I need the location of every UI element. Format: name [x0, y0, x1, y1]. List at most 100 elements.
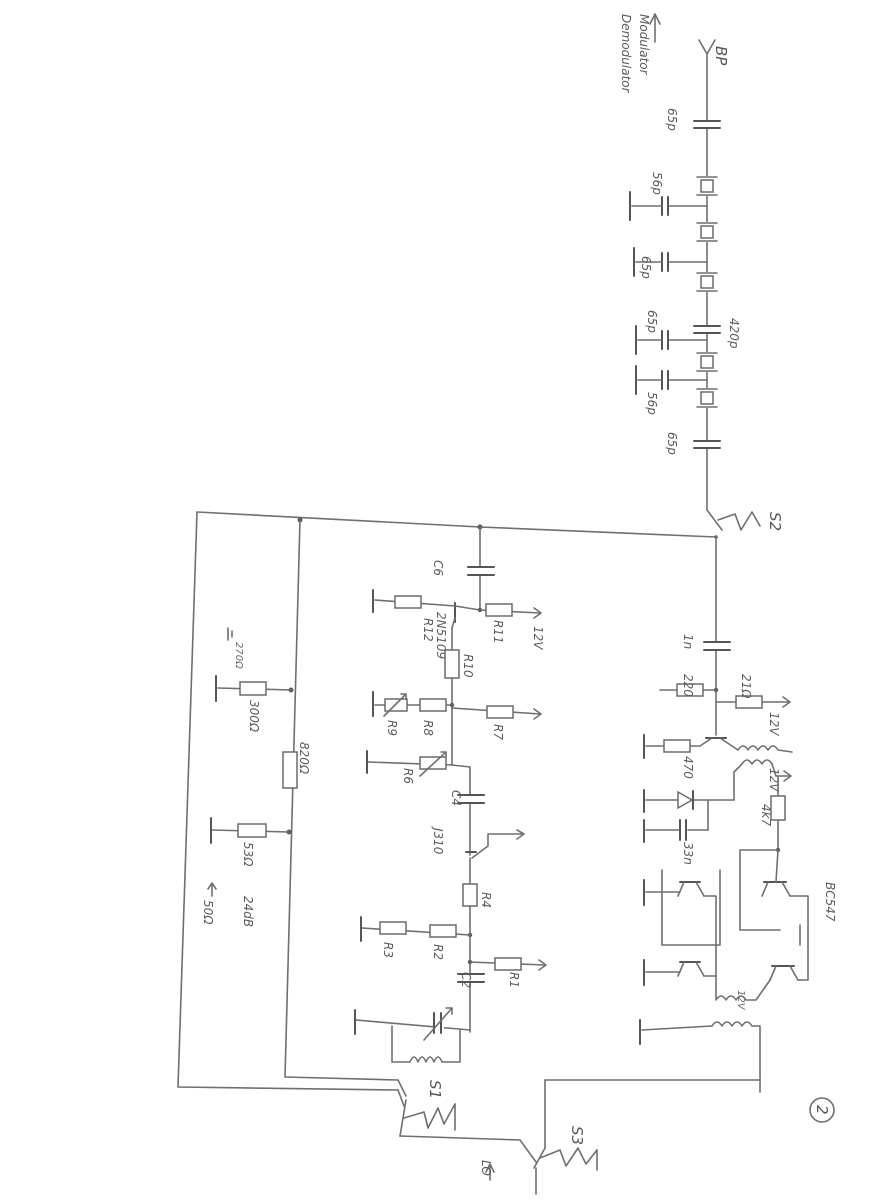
- resistor-body-r2: [429, 924, 457, 938]
- label-s2: S2: [766, 512, 784, 531]
- resistor-r10: [444, 649, 460, 679]
- resistor-470: [643, 734, 701, 759]
- pot-arrow: [419, 751, 447, 777]
- drain-wire: [471, 833, 524, 859]
- gap: [459, 974, 483, 983]
- gap: [705, 642, 729, 651]
- resistor-body-r8: [419, 698, 447, 712]
- coil-lower: [711, 1021, 753, 1027]
- shunt-cap-65p-3: [635, 325, 708, 355]
- pot-r6: [366, 750, 453, 777]
- label-r9: R9: [385, 720, 399, 736]
- cap-c6: [467, 566, 495, 576]
- label-820: 820Ω: [297, 742, 311, 775]
- label-r12: R12: [421, 618, 435, 642]
- inner-frame-wire: [284, 519, 399, 1081]
- label-270: 270Ω: [233, 642, 244, 669]
- emitter: [699, 737, 713, 747]
- shunt-cap-56p-1: [629, 191, 708, 221]
- label-53: 53Ω: [241, 842, 255, 867]
- transformer-coil: [733, 745, 793, 801]
- label-cap-65p-4: 65p: [665, 432, 679, 455]
- crystal-2: [696, 222, 718, 242]
- switch-actuator: [717, 511, 761, 531]
- coil-secondary: [741, 759, 773, 765]
- gap: [469, 567, 493, 576]
- label-modulator: Modulator: [637, 14, 651, 76]
- resistor-r1: [467, 957, 547, 971]
- label-r10: R10: [461, 654, 475, 678]
- label-r11: R11: [491, 620, 505, 644]
- lo-output-arrow: [485, 1163, 495, 1181]
- switch-s2: [706, 501, 761, 539]
- label-r4: R4: [479, 892, 493, 908]
- collector: [695, 881, 705, 897]
- output-arrow: [649, 13, 661, 43]
- page-number-circle: [809, 1097, 835, 1123]
- label-12v-1: 12V: [531, 626, 545, 650]
- transistor-q1: [643, 879, 705, 906]
- resistor-body: [494, 957, 522, 971]
- resistor-r4: [462, 883, 478, 907]
- supply-arrow: [783, 770, 792, 782]
- label-c6: C6: [431, 560, 445, 576]
- label-cap-65p-3: 65p: [645, 310, 659, 333]
- transistor-q3: [761, 849, 791, 897]
- label-bc547: BC547: [823, 882, 837, 922]
- resistor-4k7: [770, 775, 786, 853]
- label-bp: BP: [712, 46, 730, 66]
- resistor-body: [735, 695, 763, 709]
- label-1n: 1n: [681, 634, 695, 649]
- label-21: 21Ω: [739, 674, 753, 699]
- label-cap-65p-2: 65p: [639, 256, 653, 279]
- label-j310: J310: [431, 826, 445, 855]
- cap-65p-series-1: [693, 120, 721, 129]
- transistor-2n5109: [451, 602, 481, 629]
- cap-65p-series-2: [693, 440, 721, 449]
- collector: [789, 965, 799, 981]
- crystal-1: [696, 176, 718, 196]
- emitter: [677, 881, 685, 897]
- switch-s1: [397, 1079, 456, 1137]
- gap: [696, 441, 718, 449]
- label-2n5109: 2N5109: [434, 612, 448, 659]
- resistor-body: [663, 739, 691, 753]
- wire: [397, 1079, 407, 1097]
- resistor-body: [485, 603, 513, 617]
- emitter: [761, 881, 769, 897]
- cap-1n: [703, 641, 731, 651]
- ground-symbol-270: [227, 627, 233, 641]
- output-coils: [639, 975, 771, 1093]
- gap: [696, 121, 718, 128]
- switch-blade: [706, 509, 723, 531]
- crystal-body: [700, 355, 714, 369]
- crystal-body: [700, 225, 714, 239]
- coil-upper: [715, 975, 771, 1001]
- label-220: 220: [681, 674, 695, 697]
- pot-r9-r8: [372, 691, 455, 717]
- label-24db: 24dB: [241, 896, 255, 927]
- emitter: [677, 961, 685, 977]
- outer-frame-wire: [177, 511, 399, 1091]
- coil-primary: [737, 745, 793, 753]
- collector: [454, 605, 481, 611]
- cap-33n: [643, 799, 709, 843]
- transistor-q2: [643, 959, 705, 986]
- shunt-cap-56p-2: [635, 365, 708, 395]
- resistor-body: [394, 595, 422, 609]
- supply-arrow: [533, 708, 542, 720]
- wire: [751, 1025, 761, 1093]
- switch-blade: [399, 1099, 407, 1137]
- emitter: [451, 617, 456, 629]
- label-r6: R6: [401, 768, 415, 784]
- wire: [789, 895, 809, 981]
- resistor-r11: [477, 603, 542, 619]
- wire: [733, 763, 743, 801]
- wire: [739, 849, 781, 931]
- input-50-arrow: [207, 882, 217, 897]
- resistor-r12: [372, 589, 456, 613]
- crystal-3: [696, 272, 718, 292]
- trim-arrow: [423, 1007, 453, 1041]
- resistor-21: [715, 695, 791, 709]
